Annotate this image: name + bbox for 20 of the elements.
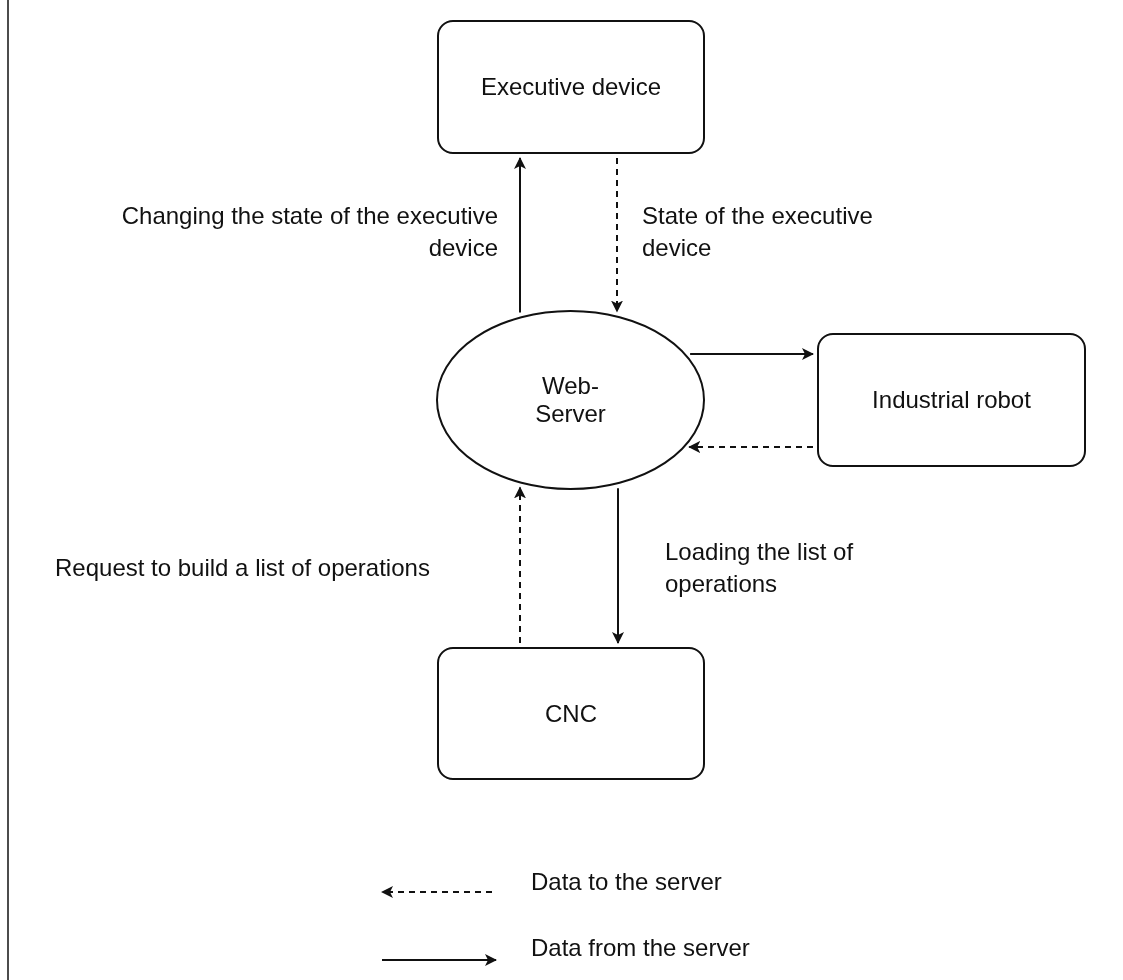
edge-label: Loading the list of operations (665, 537, 855, 599)
arrow (514, 486, 526, 644)
node-label: CNC (545, 699, 597, 728)
server-ellipse (436, 310, 705, 490)
arrow (689, 348, 814, 360)
legend-label: Data to the server (531, 867, 722, 897)
arrow (514, 157, 526, 314)
node-label: Executive device (480, 73, 662, 101)
arrow (612, 487, 624, 644)
node-label: Web-Server (534, 372, 607, 428)
legend-label: Data from the server (531, 933, 750, 963)
arrow (611, 157, 623, 313)
edge-label: State of the executive device (642, 201, 874, 263)
process-box (437, 20, 705, 154)
edge-label: Changing the state of the executive device (120, 201, 498, 263)
process-box (437, 647, 705, 780)
node-label: Industrial robot (872, 386, 1031, 414)
edge-label: Request to build a list of operations (55, 553, 431, 583)
arrow (688, 441, 814, 453)
process-box (817, 333, 1086, 467)
